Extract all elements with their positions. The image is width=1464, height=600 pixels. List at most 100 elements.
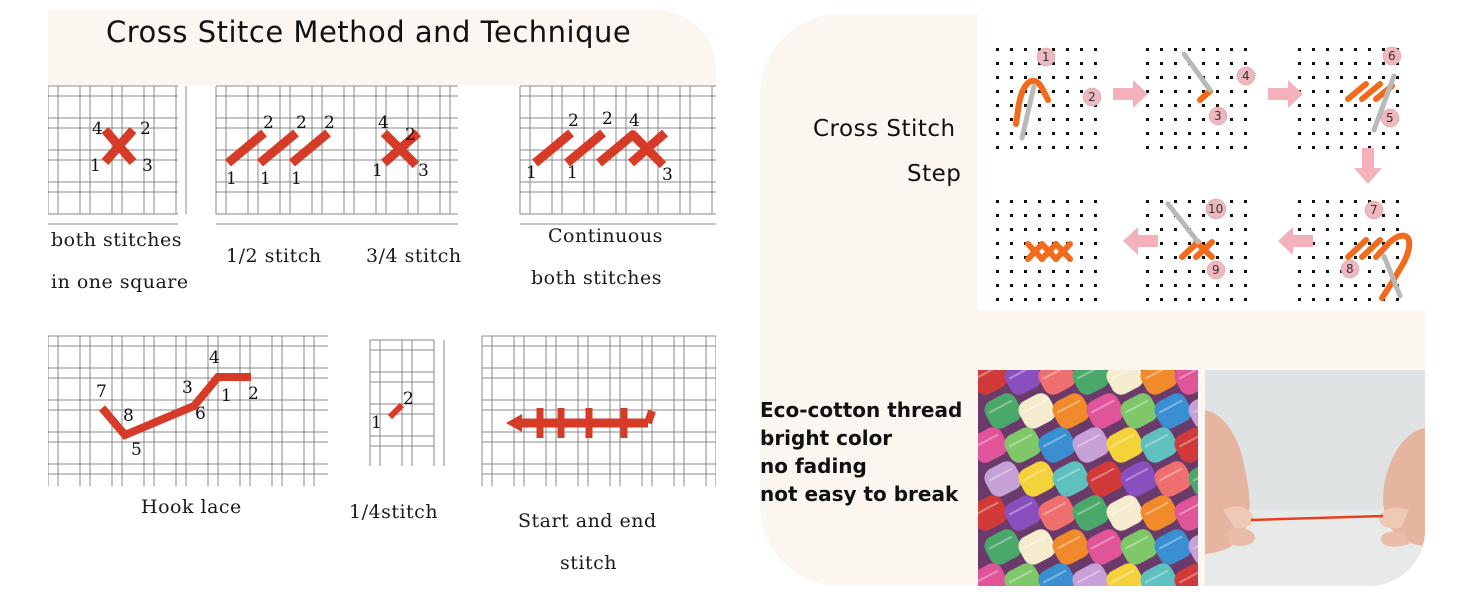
- hole: [996, 200, 999, 203]
- stitch-number: 3: [182, 378, 193, 398]
- hole: [1188, 132, 1191, 135]
- thread-skein: [1086, 393, 1124, 429]
- needle: [1371, 73, 1397, 133]
- hole: [1066, 270, 1069, 273]
- stitch-bar: [1053, 241, 1073, 262]
- hole: [1368, 132, 1371, 135]
- hole: [1326, 242, 1329, 245]
- hole: [1298, 76, 1301, 79]
- thread-skein: [1004, 370, 1042, 395]
- hole: [1382, 62, 1385, 65]
- hole: [1312, 242, 1315, 245]
- stitch-bar: [225, 129, 267, 167]
- hole: [1382, 242, 1385, 245]
- hole: [1244, 242, 1247, 245]
- hole: [1160, 62, 1163, 65]
- hole: [1080, 284, 1083, 287]
- hole: [1174, 132, 1177, 135]
- hole: [1326, 76, 1329, 79]
- hole: [1382, 200, 1385, 203]
- thread-highlight: [1192, 399, 1198, 414]
- step-number: 9: [1212, 263, 1220, 277]
- hole: [1354, 214, 1357, 217]
- hole: [1052, 90, 1055, 93]
- hole: [1038, 132, 1041, 135]
- hole: [1340, 298, 1343, 301]
- hole: [1094, 242, 1097, 245]
- hole: [1340, 284, 1343, 287]
- hole: [1216, 48, 1219, 51]
- hole: [1066, 298, 1069, 301]
- thread-highlight: [1124, 535, 1149, 550]
- hole: [1080, 298, 1083, 301]
- stitch-bar: [1359, 237, 1383, 260]
- thread-highlight: [1110, 501, 1135, 516]
- hole: [1066, 228, 1069, 231]
- hole: [1024, 228, 1027, 231]
- badge: [1208, 106, 1228, 126]
- hole: [996, 62, 999, 65]
- hole: [1010, 284, 1013, 287]
- hole: [1038, 284, 1041, 287]
- hole: [1230, 298, 1233, 301]
- hole: [1396, 228, 1399, 231]
- hole: [1382, 146, 1385, 149]
- hole: [1010, 62, 1013, 65]
- hole: [1354, 200, 1357, 203]
- hole: [1298, 146, 1301, 149]
- thread-skein: [1072, 370, 1110, 395]
- stitch-number: 1: [90, 156, 101, 176]
- hole: [1010, 228, 1013, 231]
- hole: [1244, 132, 1247, 135]
- stitch-bar: [257, 129, 299, 167]
- hole: [1340, 214, 1343, 217]
- feature-no-fading: no fading: [760, 454, 867, 478]
- hole: [1094, 256, 1097, 259]
- hole: [1340, 76, 1343, 79]
- hole: [1038, 200, 1041, 203]
- hole: [1080, 76, 1083, 79]
- hole: [1160, 146, 1163, 149]
- hole: [1244, 228, 1247, 231]
- thread-highlight: [1076, 433, 1101, 448]
- hole: [1396, 146, 1399, 149]
- thread-highlight: [1144, 433, 1169, 448]
- stitch-bar: [1025, 241, 1045, 262]
- thread-highlight: [1090, 535, 1115, 550]
- hole: [1146, 214, 1149, 217]
- hole: [1188, 76, 1191, 79]
- thread-highlight: [1008, 569, 1033, 584]
- hole: [1354, 256, 1357, 259]
- hole: [1312, 132, 1315, 135]
- thread-skein: [1004, 563, 1042, 586]
- thread-skein: [1106, 495, 1144, 531]
- thread-skein: [1018, 529, 1056, 565]
- badge: [1082, 87, 1102, 107]
- thread-skein: [1018, 461, 1056, 497]
- hole: [1160, 200, 1163, 203]
- thread-path: [1373, 232, 1413, 301]
- thread-skein: [1052, 393, 1090, 429]
- hole: [1188, 118, 1191, 121]
- hole: [1174, 62, 1177, 65]
- hole: [1052, 104, 1055, 107]
- badge: [1340, 259, 1360, 279]
- hole: [1066, 146, 1069, 149]
- stitch-number: 2: [263, 113, 274, 133]
- hole: [1174, 104, 1177, 107]
- label-both-stitches-2: in one square: [51, 271, 189, 293]
- start-arrow-head: [506, 414, 522, 432]
- stitch-bar: [628, 129, 668, 167]
- hole: [1382, 48, 1385, 51]
- hole: [996, 256, 999, 259]
- hole: [1368, 146, 1371, 149]
- thread-skein: [1052, 529, 1090, 565]
- hole: [1094, 270, 1097, 273]
- thread-skein: [1038, 495, 1076, 531]
- thread-highlight: [988, 467, 1013, 482]
- hole: [1312, 118, 1315, 121]
- hole: [1244, 118, 1247, 121]
- step-number: 5: [1386, 111, 1394, 125]
- hole: [1202, 214, 1205, 217]
- feature-not-easy-break: not easy to break: [760, 482, 959, 506]
